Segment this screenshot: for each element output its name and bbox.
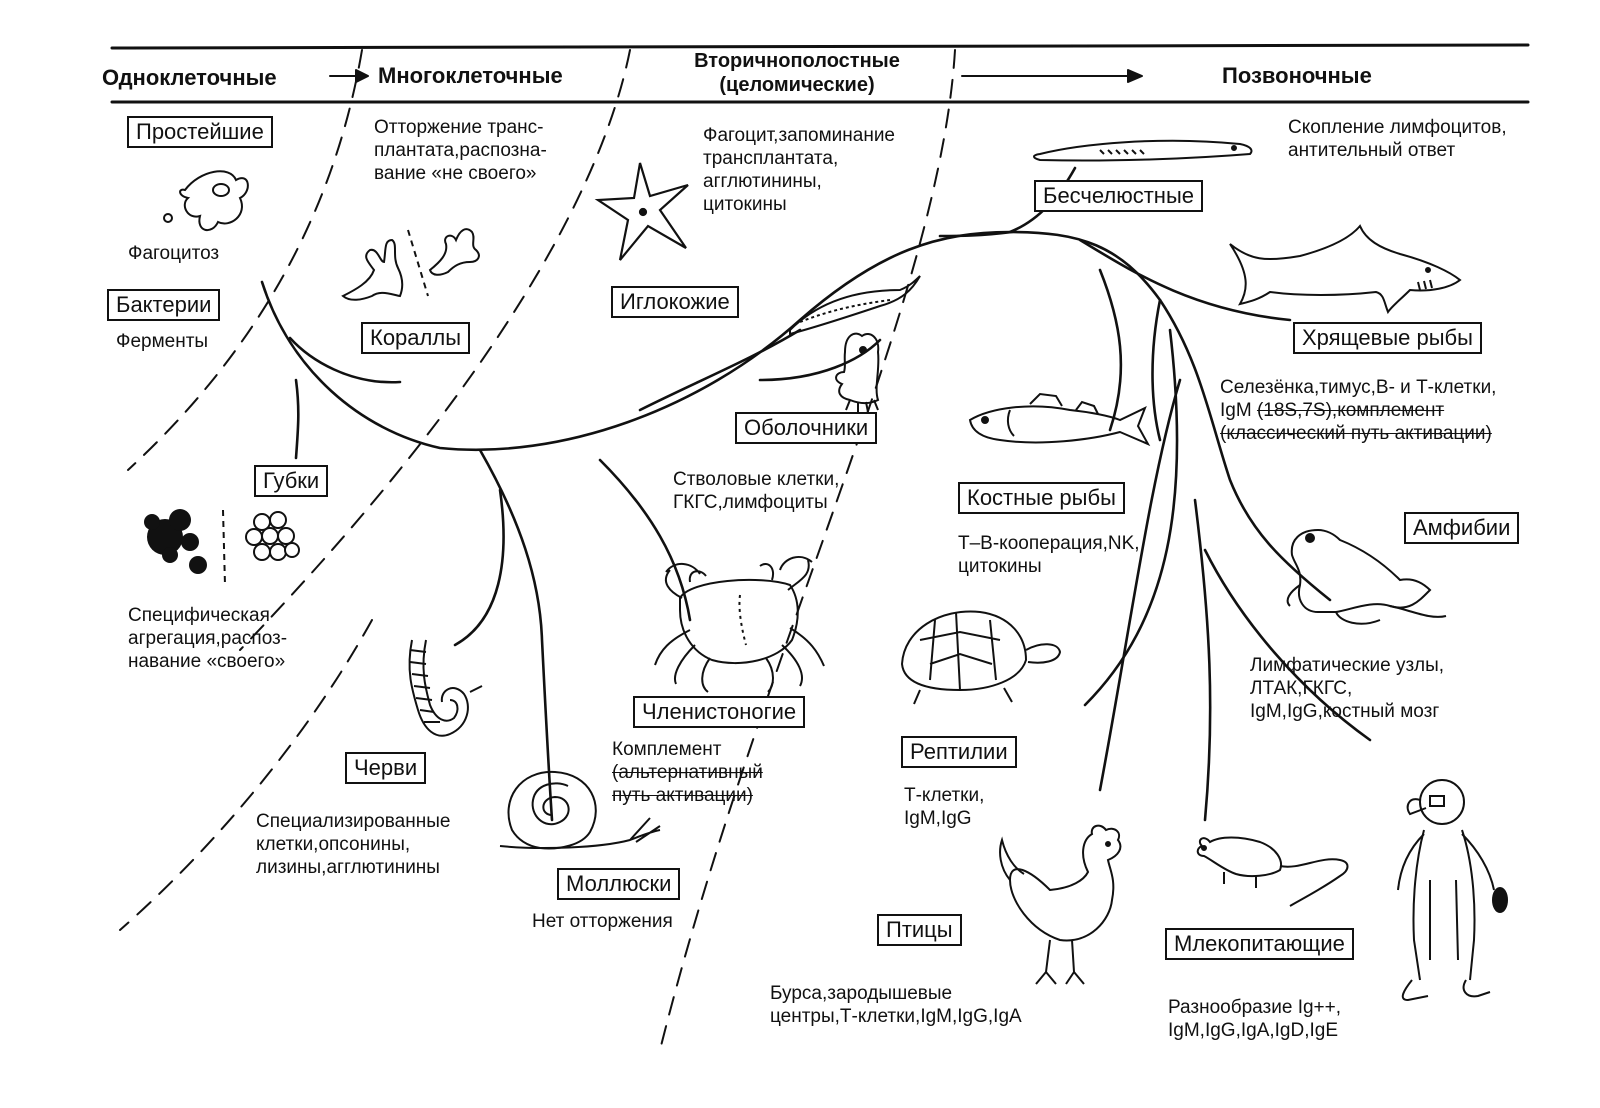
group-reptilii: Рептилии (901, 736, 1017, 768)
tunicate-icon (835, 332, 880, 413)
header-coelomates-sub: (целомические) (719, 74, 875, 96)
phylogenetic-tree (260, 166, 1372, 822)
lancelet-icon (789, 275, 921, 336)
mouse-icon (1196, 836, 1349, 907)
note-reptilii: Т-клетки, IgM,IgG (904, 785, 985, 829)
group-molluski: Моллюски (557, 868, 681, 900)
rooster-icon (999, 824, 1122, 985)
crab-icon (654, 555, 825, 693)
fish-icon (968, 392, 1151, 447)
group-kostnye: Костные рыбы (958, 482, 1125, 514)
header-unicellular: Одноклеточные (102, 65, 277, 90)
turtle-icon (900, 610, 1062, 705)
note-hryashchevye-2a: IgM (1220, 400, 1257, 421)
starfish-icon (594, 162, 689, 261)
header-arrow (329, 69, 1143, 83)
divider-line-1 (127, 49, 363, 471)
group-chlenistonogie: Членистоногие (633, 696, 806, 728)
group-ptitsy: Птицы (877, 914, 962, 946)
note-hryashchevye-3: (классический путь активации) (1220, 423, 1492, 444)
header-vertebrates: Позвоночные (1222, 63, 1372, 88)
note-ottorzhenie: Отторжение транс- плантата,распозна- ван… (374, 117, 547, 184)
divider-line-2 (239, 49, 631, 651)
note-amfibii: Лимфатические узлы, ЛТАК,ГКГС, IgM,IgG,к… (1250, 655, 1444, 722)
frog-icon (1286, 528, 1447, 625)
note-molluski: Нет отторжения (532, 911, 673, 932)
header-top-line (110, 43, 1530, 50)
coral-icon (341, 228, 480, 301)
note-beschelyustnye: Скопление лимфоцитов, антительный ответ (1288, 117, 1507, 161)
note-hryashchevye-2: IgM (18S,7S),комплемент (1220, 399, 1444, 422)
group-hryashchevye: Хрящевые рыбы (1293, 322, 1482, 354)
sponge-icon (144, 509, 300, 586)
note-chlenistonogie-1: Комплемент (612, 739, 722, 760)
note-hryashchevye-2b: (18S,7S),комплемент (1256, 400, 1445, 421)
group-iglokozhie: Иглокожие (611, 286, 739, 318)
note-chlenistonogie-2: (альтернативный путь активации) (612, 762, 763, 806)
note-gubki: Специфическая агрегация,распоз- навание … (128, 605, 288, 672)
header-multicellular: Многоклеточные (378, 63, 563, 88)
note-hryashchevye-1: Селезёнка,тимус,В- и Т-клетки, (1220, 377, 1497, 398)
note-obolochniki: Стволовые клетки, ГКГС,лимфоциты (673, 469, 840, 513)
shark-icon (1229, 224, 1462, 315)
group-amfibii: Амфибии (1404, 512, 1520, 544)
human-icon (1397, 779, 1508, 1002)
worm-icon (408, 639, 483, 737)
note-chervi: Специализированные клетки,опсонины, лизи… (256, 811, 451, 878)
group-prosteishie: Простейшие (127, 116, 273, 148)
note-kostnye: Т–В-кооперация,NK, цитокины (958, 533, 1140, 577)
note-ptitsy: Бурса,зародышевые центры,Т-клетки,IgM,Ig… (770, 983, 1022, 1027)
header-coelomates: Вторичнополостные (694, 50, 900, 72)
lamprey-icon (1033, 139, 1253, 162)
group-mlekopitayushchie: Млекопитающие (1165, 928, 1354, 960)
divider-line-4 (119, 619, 373, 931)
divider-line-3 (659, 49, 956, 1051)
snail-icon (499, 770, 661, 850)
group-obolochniki: Оболочники (735, 412, 878, 444)
group-bakterii: Бактерии (107, 289, 221, 321)
amoeba-icon (163, 170, 249, 232)
group-koralli: Кораллы (361, 322, 471, 354)
note-mlekopitayushchie: Разнообразие Ig++, IgM,IgG,IgA,IgD,IgE (1168, 997, 1342, 1041)
group-chervi: Черви (345, 752, 427, 784)
group-beschelyustnye: Бесчелюстные (1034, 180, 1204, 212)
group-gubki: Губки (254, 465, 329, 497)
note-fagotsitoz: Фагоцитоз (128, 243, 220, 264)
note-fermenty: Ферменты (116, 331, 209, 352)
note-iglokozhie: Фагоцит,запоминание трансплантата, агглю… (703, 125, 896, 215)
